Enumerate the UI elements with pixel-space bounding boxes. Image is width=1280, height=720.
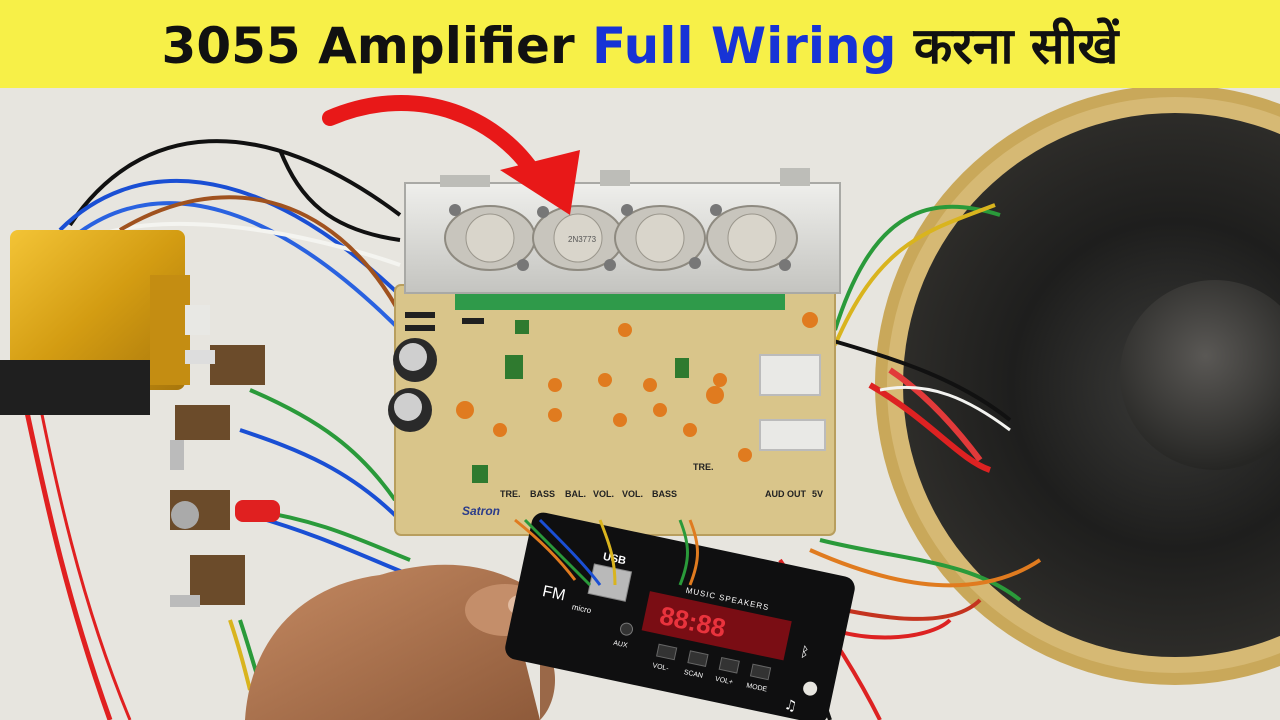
wires: [17, 139, 1042, 720]
speaker: [875, 88, 1280, 685]
title-banner: 3055 Amplifier Full Wiring करना सीखें: [0, 0, 1280, 88]
led-display: [641, 591, 792, 661]
title-text: 3055 Amplifier Full Wiring करना सीखें: [162, 10, 1119, 78]
speaker-dust-cap: [1120, 280, 1280, 470]
red-arrow: [322, 95, 580, 215]
mount-hole: [803, 681, 818, 696]
potentiometer-4: [170, 555, 245, 607]
aux-jack[interactable]: [619, 622, 634, 636]
bluetooth-icon: ᛒ: [799, 644, 811, 661]
board-label-vol-2: VOL.: [622, 489, 643, 499]
ribbon-wires: [514, 518, 699, 587]
vol-minus-button[interactable]: [656, 643, 678, 661]
transistor-marking: 2N3773: [568, 235, 597, 244]
potentiometer-3: [170, 490, 280, 530]
power-transistor: [706, 204, 798, 271]
amplifier-board: TRE. BASS BAL. VOL. VOL. BASS TRE. AUD O…: [388, 284, 836, 536]
regulator-heatsinks: [759, 354, 826, 451]
potentiometers: [170, 345, 280, 607]
board-label-aud-out: AUD OUT: [765, 489, 806, 499]
title-part-highlight: Full Wiring: [592, 17, 897, 75]
title-part-1: 3055 Amplifier: [161, 17, 593, 75]
board-label-tre-2: TRE.: [693, 462, 714, 472]
power-transistor: [614, 204, 706, 271]
board-label-bal: BAL.: [565, 489, 586, 499]
board-label-bass-2: BASS: [652, 489, 677, 499]
scan-button[interactable]: [687, 650, 709, 667]
transformer: [0, 230, 210, 415]
vol-plus-label: VOL+: [714, 676, 733, 687]
usb-label: USB: [602, 551, 627, 568]
mode-button[interactable]: [749, 663, 772, 681]
vol-minus-label: VOL-: [652, 662, 670, 672]
power-transistor: [444, 204, 536, 271]
mode-label: MODE: [746, 682, 768, 693]
board-label-5v: 5V: [812, 489, 823, 499]
module-buttons: VOL- SCAN VOL+ MODE: [652, 643, 772, 694]
aux-label: AUX: [613, 640, 629, 650]
music-note-icon: ♫: [783, 697, 799, 715]
title-part-hindi: करना सीखें: [896, 17, 1119, 75]
workbench-photo: TRE. BASS BAL. VOL. VOL. BASS TRE. AUD O…: [0, 88, 1280, 720]
power-transistor: 2N3773: [532, 205, 624, 271]
micro-sd-label: micro: [571, 602, 593, 615]
board-brand: Satron: [462, 504, 500, 518]
fm-label: FM: [541, 583, 567, 604]
mp3-player-module: USB FM micro AUX MUSIC SPEAKERS 88:88 VO…: [505, 512, 855, 720]
vol-plus-button[interactable]: [718, 656, 740, 674]
potentiometer-1: [185, 345, 265, 385]
board-label-vol-1: VOL.: [593, 489, 614, 499]
board-label-bass-1: BASS: [530, 489, 555, 499]
board-label-tre-1: TRE.: [500, 489, 521, 499]
potentiometer-2: [170, 405, 230, 470]
scan-label: SCAN: [683, 669, 703, 680]
main-heatsink: 2N3773: [404, 168, 841, 294]
